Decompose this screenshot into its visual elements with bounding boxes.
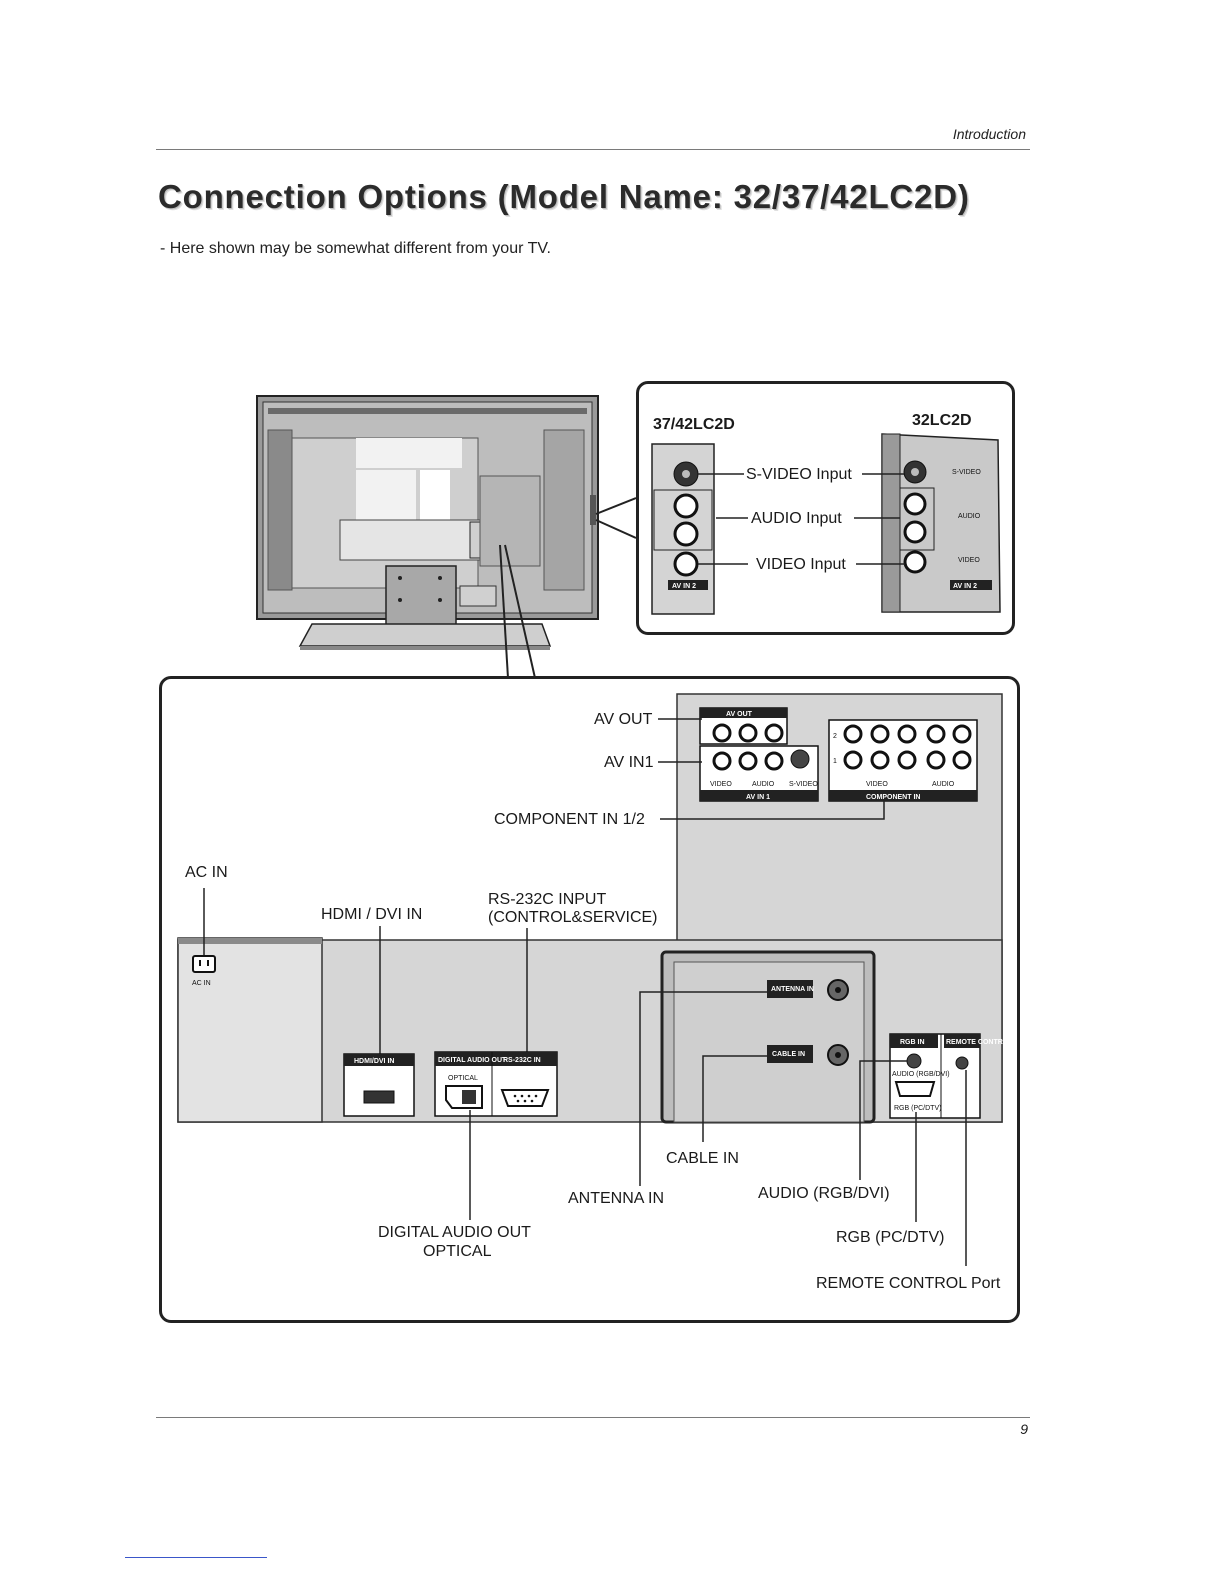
antenna-panel-label: ANTENNA IN: [771, 986, 814, 993]
digital-audio-out-label: DIGITAL AUDIO OUT: [378, 1224, 531, 1241]
hdmi-panel-label: HDMI/DVI IN: [354, 1058, 394, 1065]
component-panel-label: COMPONENT IN: [866, 794, 920, 801]
rgb-pcdtv-small-label: RGB (PC/DTV): [894, 1105, 941, 1112]
side-jacks-32: S-VIDEO AUDIO VIDEO AV IN 2: [881, 433, 1001, 613]
audio-rgb-dvi-label: AUDIO (RGB/DVI): [758, 1185, 890, 1202]
antenna-cable-block: ANTENNA IN CABLE IN: [660, 950, 876, 1124]
av-in2-small-label: AV IN 2: [672, 583, 696, 590]
ac-inlet-icon: AC IN: [192, 955, 216, 987]
av-out-jacks: AV OUT: [699, 707, 788, 745]
rear-panel-callout: [159, 676, 1020, 1323]
cable-in-label: CABLE IN: [666, 1150, 739, 1167]
hdmi-dvi-in-label: HDMI / DVI IN: [321, 906, 422, 923]
remote-panel-label: REMOTE CONTROL: [946, 1039, 1013, 1046]
audio-jack-icon: [903, 492, 927, 516]
hdmi-port-icon: HDMI/DVI IN: [343, 1053, 415, 1117]
digital-rs232-ports: DIGITAL AUDIO OUT RS-232C IN OPTICAL: [434, 1051, 558, 1117]
svideo-input-label: S-VIDEO Input: [746, 466, 852, 483]
rs232c-label-line2: (CONTROL&SERVICE): [488, 909, 658, 926]
digital-audio-panel-label: DIGITAL AUDIO OUT: [438, 1057, 507, 1064]
av-in2-small-label: AV IN 2: [953, 583, 977, 590]
av-out-label: AV OUT: [594, 711, 653, 728]
component-in-jacks: 2 1 VIDEO AUDIO COMPONENT IN: [828, 719, 978, 802]
audio-jack-icon: [673, 521, 699, 547]
page-subtitle: - Here shown may be somewhat different f…: [160, 240, 551, 257]
rgb-in-panel-label: RGB IN: [900, 1039, 925, 1046]
audio-small-label: AUDIO: [958, 513, 981, 520]
video-input-label: VIDEO Input: [756, 556, 846, 573]
ac-in-small-label: AC IN: [192, 980, 211, 987]
svg-text:1: 1: [833, 758, 837, 765]
audio-jack-icon: [903, 520, 927, 544]
side-panel-callout: [636, 381, 1015, 635]
optical-label: OPTICAL: [423, 1243, 492, 1260]
rs232c-label-line1: RS-232C INPUT: [488, 891, 606, 908]
video-small-label: VIDEO: [710, 781, 732, 788]
svg-text:2: 2: [833, 733, 837, 740]
page-title: Connection Options (Model Name: 32/37/42…: [158, 178, 970, 215]
video-jack-icon: [673, 551, 699, 577]
audio-rgbdvi-small-label: AUDIO (RGB/DVI): [892, 1071, 950, 1078]
optical-small-label: OPTICAL: [448, 1075, 478, 1082]
page-number: 9: [1020, 1421, 1028, 1437]
video-small-label: VIDEO: [958, 557, 980, 564]
rs232-panel-label: RS-232C IN: [503, 1057, 541, 1064]
remote-control-port-label: REMOTE CONTROL Port: [816, 1275, 1001, 1292]
ac-in-label: AC IN: [185, 864, 228, 881]
footer-rule: [156, 1417, 1030, 1418]
rgb-pc-dtv-label: RGB (PC/DTV): [836, 1229, 944, 1246]
footer-link-underline: [125, 1557, 267, 1558]
av-in1-panel-label: AV IN 1: [746, 794, 770, 801]
video-jack-icon: [903, 550, 927, 574]
av-out-panel-label: AV OUT: [726, 711, 753, 718]
tv-back-illustration: [256, 395, 599, 650]
svideo-small-label: S-VIDEO: [952, 469, 981, 476]
audio-input-label: AUDIO Input: [751, 510, 842, 527]
av-in1-jacks: VIDEO AUDIO S-VIDEO AV IN 1: [699, 745, 819, 802]
audio-jack-icon: [673, 493, 699, 519]
audio-small-label: AUDIO: [752, 781, 775, 788]
audio-small-label: AUDIO: [932, 781, 955, 788]
svideo-small-label: S-VIDEO: [789, 781, 818, 788]
header-rule: [156, 149, 1030, 150]
side-jacks-37-42: AV IN 2: [651, 443, 715, 615]
av-in1-label: AV IN1: [604, 754, 654, 771]
video-small-label: VIDEO: [866, 781, 888, 788]
model-b-label: 32LC2D: [912, 412, 972, 429]
section-label: Introduction: [952, 126, 1026, 142]
antenna-in-label: ANTENNA IN: [568, 1190, 664, 1207]
component-in-label: COMPONENT IN 1/2: [494, 811, 645, 828]
model-a-label: 37/42LC2D: [653, 416, 735, 433]
rgb-remote-block: RGB IN REMOTE CONTROL AUDIO (RGB/DVI) RG…: [889, 1033, 1013, 1119]
cable-panel-label: CABLE IN: [772, 1051, 805, 1058]
